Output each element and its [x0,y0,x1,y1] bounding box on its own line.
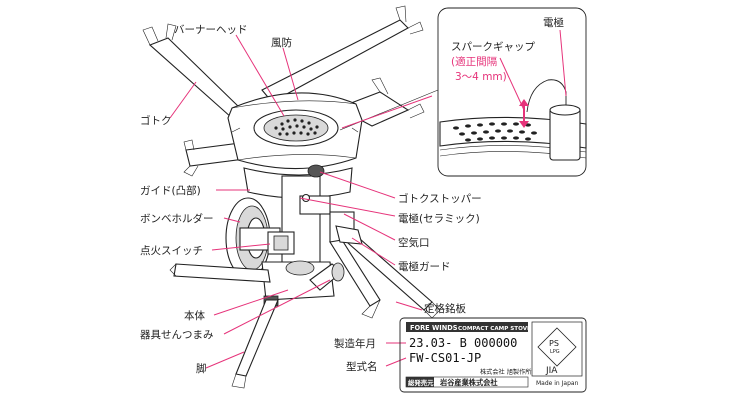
control-knob [309,262,345,291]
plate-maker: 株式会社 旭製作所 [480,368,531,376]
label-burner-head: バーナーヘッド [174,24,248,36]
label-manufacture-date: 製造年月 [334,337,376,350]
label-gap-note-2: 3～4 mm) [455,71,507,83]
cert-ps: PS [549,339,559,348]
rating-plate: FORE WINDS COMPACT CAMP STOVE 23.03- B 0… [399,317,587,393]
label-guide: ガイド(凸部) [140,184,201,197]
plate-brand: FORE WINDS [410,324,458,332]
plate-made-in: Made in Japan [536,380,579,387]
plate-seller-name: 岩谷産業株式会社 [439,378,498,387]
ignition-switch [267,231,295,255]
leader-lines [169,29,567,369]
label-leg: 脚 [196,362,207,375]
label-electrode-guard: 電極ガード [398,260,451,273]
label-spark-gap: スパークギャップ [451,41,535,53]
canister-holder [225,197,281,279]
label-air-inlet: 空気口 [398,236,430,249]
label-canister-holder: ボンベホルダー [140,212,214,225]
label-pot-support: ゴトク [140,114,172,127]
part-labels: バーナーヘッド 風防 ゴトク ガイド(凸部) ボンベホルダー 点火スイッチ 本体… [140,16,564,375]
label-model-name: 型式名 [346,360,378,373]
label-pot-support-stopper: ゴトクストッパー [398,192,482,205]
label-ignition-switch: 点火スイッチ [140,245,203,257]
label-electrode-ceramic: 電極(セラミック) [398,212,480,225]
cert-jia: JIA [545,366,558,376]
plate-serial: 23.03- B 000000 [409,336,517,350]
label-control-knob: 器具せんつまみ [140,329,214,341]
label-windscreen: 風防 [271,36,292,49]
stove-illustration [142,5,441,389]
label-body: 本体 [184,309,205,322]
label-electrode: 電極 [543,16,564,29]
plate-seller-prefix: 総発売元 [408,378,434,387]
burner-head [253,109,339,147]
plate-product: COMPACT CAMP STOVE [458,326,531,332]
plate-model: FW-CS01-JP [409,351,481,365]
spark-gap-inset [339,7,587,177]
cert-lpg: LPG [550,349,560,355]
stove-body [243,164,355,277]
label-rating-plate: 定格銘板 [424,302,466,315]
label-gap-note-1: (適正間隔 [451,55,497,68]
